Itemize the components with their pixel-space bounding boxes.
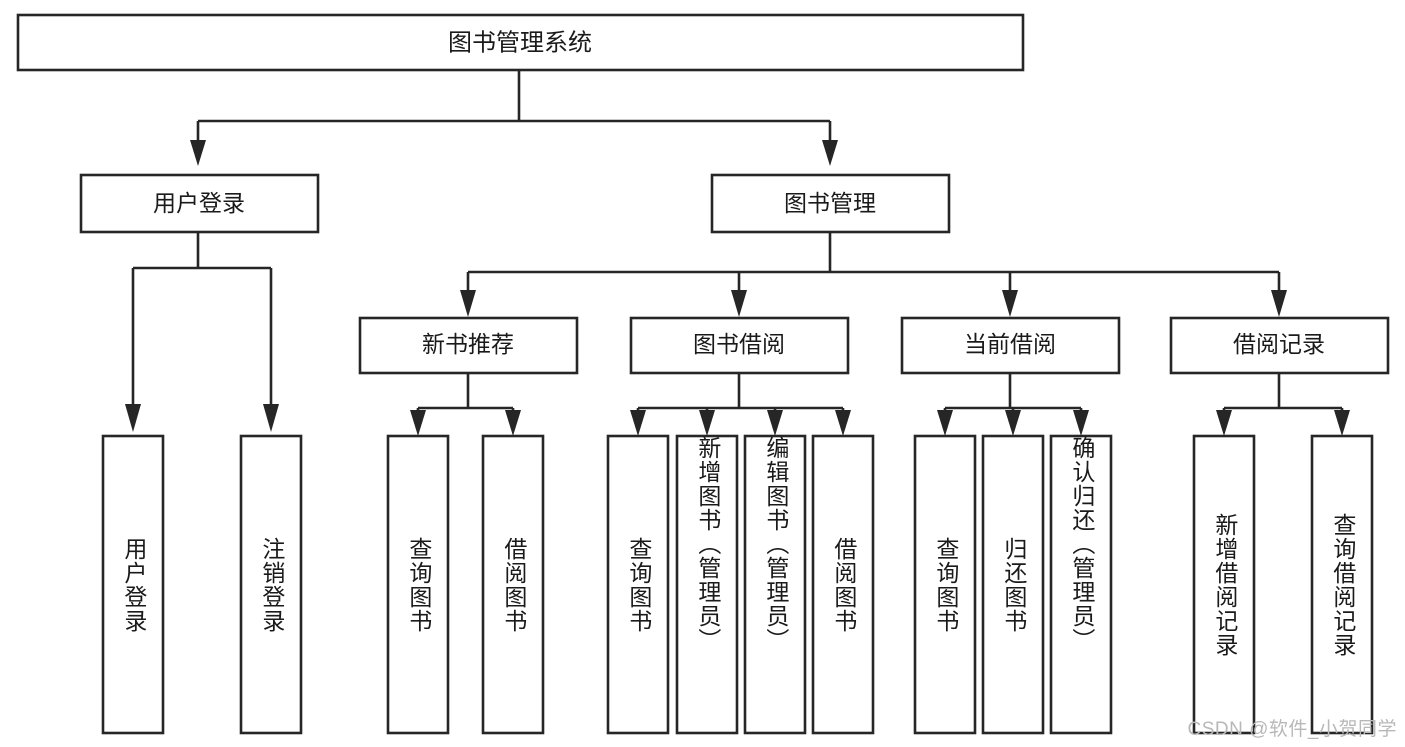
arrow-leaf-borrow-book-a: [505, 410, 521, 436]
arrow-leaf-query-book-b: [630, 410, 646, 436]
node-book-manage-box[interactable]: [710, 173, 951, 234]
leaf-box-return-book[interactable]: [981, 434, 1045, 735]
leaf-box-query-book-c[interactable]: [913, 434, 977, 735]
node-borrow-book-box[interactable]: [629, 316, 850, 375]
arrow-to-borrow-book: [731, 290, 747, 317]
arrow-to-book-manage: [822, 140, 838, 166]
arrow-leaf-borrow-book-b: [835, 410, 851, 436]
leaf-box-query-book-b[interactable]: [606, 434, 670, 735]
leaf-box-query-book-a[interactable]: [386, 434, 450, 735]
arrow-leaf-edit-book: [767, 410, 783, 436]
arrow-leaf-query-record: [1334, 410, 1350, 436]
leaf-box-user-login[interactable]: [101, 434, 165, 735]
node-user-login-label: 用户登录: [153, 190, 245, 216]
arrow-to-borrow-record: [1271, 290, 1287, 317]
leaf-box-logout[interactable]: [239, 434, 303, 735]
arrow-leaf-add-book: [699, 410, 715, 436]
leaf-box-query-record[interactable]: [1310, 434, 1374, 735]
node-book-manage-label: 图书管理: [784, 190, 876, 216]
node-current-borrow-label: 当前借阅: [964, 331, 1056, 357]
arrow-to-new-book: [460, 290, 476, 317]
arrow-leaf-user-login: [125, 404, 141, 432]
node-borrow-record-box[interactable]: [1169, 316, 1390, 375]
node-root-label: 图书管理系统: [448, 29, 592, 56]
arrow-leaf-query-book-a: [410, 410, 426, 436]
node-new-book-box[interactable]: [358, 316, 579, 375]
leaf-box-add-record[interactable]: [1192, 434, 1256, 735]
arrow-leaf-confirm-return: [1073, 410, 1089, 436]
leaf-box-edit-book[interactable]: [743, 434, 807, 735]
arrow-leaf-query-book-c: [937, 410, 953, 436]
leaf-box-borrow-book-a[interactable]: [481, 434, 545, 735]
leaf-box-add-book[interactable]: [675, 434, 739, 735]
node-borrow-record-label: 借阅记录: [1233, 331, 1325, 357]
watermark-text: CSDN @软件_小贺同学: [1187, 719, 1397, 740]
node-new-book-label: 新书推荐: [422, 331, 514, 357]
arrow-to-user-login: [190, 140, 206, 166]
node-borrow-book-label: 图书借阅: [693, 331, 785, 357]
arrow-leaf-add-record: [1216, 410, 1232, 436]
arrow-leaf-logout: [263, 404, 279, 432]
connector-layer: [125, 70, 1350, 436]
node-layer: 图书管理系统 用户登录 图书管理 新书推荐 图书借阅 当前借阅 借阅记录: [16, 13, 1390, 735]
leaf-box-confirm-return[interactable]: [1049, 434, 1113, 735]
node-current-borrow-box[interactable]: [900, 316, 1121, 375]
node-root-box[interactable]: [16, 13, 1025, 72]
node-user-login-box[interactable]: [79, 173, 320, 234]
arrow-leaf-return-book: [1005, 410, 1021, 436]
arrow-to-current-borrow: [1002, 290, 1018, 317]
leaf-box-borrow-book-b[interactable]: [811, 434, 875, 735]
